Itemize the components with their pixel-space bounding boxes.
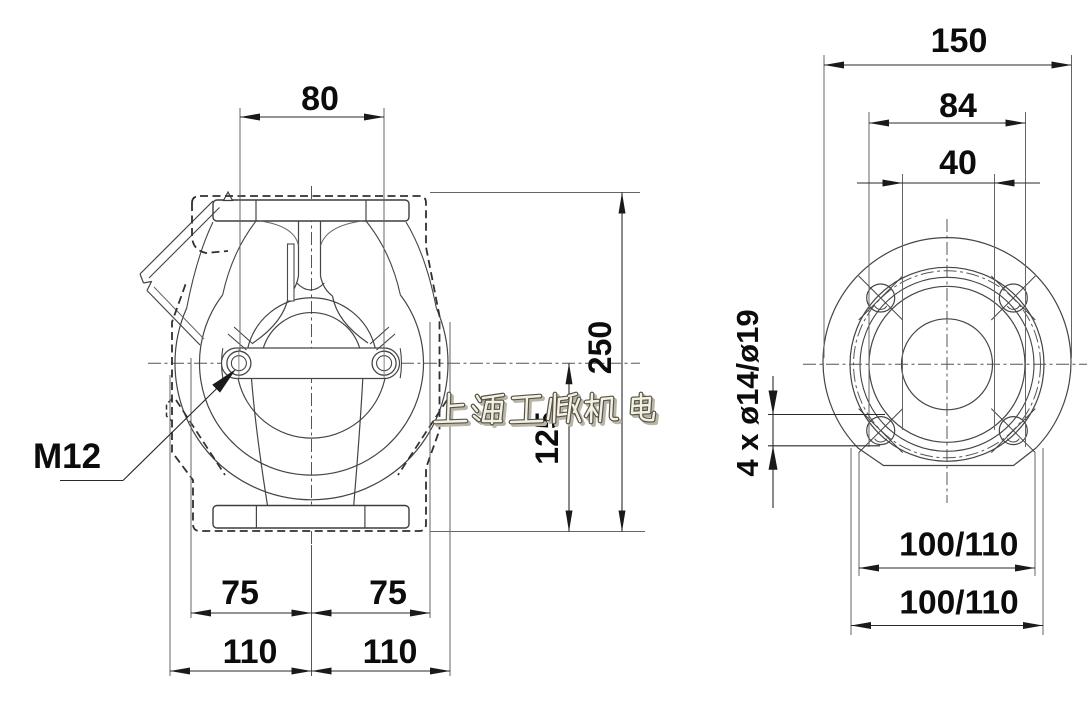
svg-text:4 x ø14/ø19: 4 x ø14/ø19: [730, 309, 765, 476]
svg-text:40: 40: [939, 144, 977, 182]
svg-text:80: 80: [301, 80, 339, 118]
svg-text:250: 250: [582, 321, 618, 374]
svg-text:110: 110: [223, 633, 278, 671]
svg-text:150: 150: [931, 22, 988, 60]
svg-text:100/110: 100/110: [899, 585, 1018, 622]
svg-text:110: 110: [363, 633, 418, 671]
svg-text:84: 84: [939, 87, 977, 125]
svg-text:75: 75: [369, 574, 407, 612]
svg-text:M12: M12: [33, 437, 101, 476]
svg-text:75: 75: [221, 574, 259, 612]
svg-text:100/110: 100/110: [899, 527, 1018, 564]
